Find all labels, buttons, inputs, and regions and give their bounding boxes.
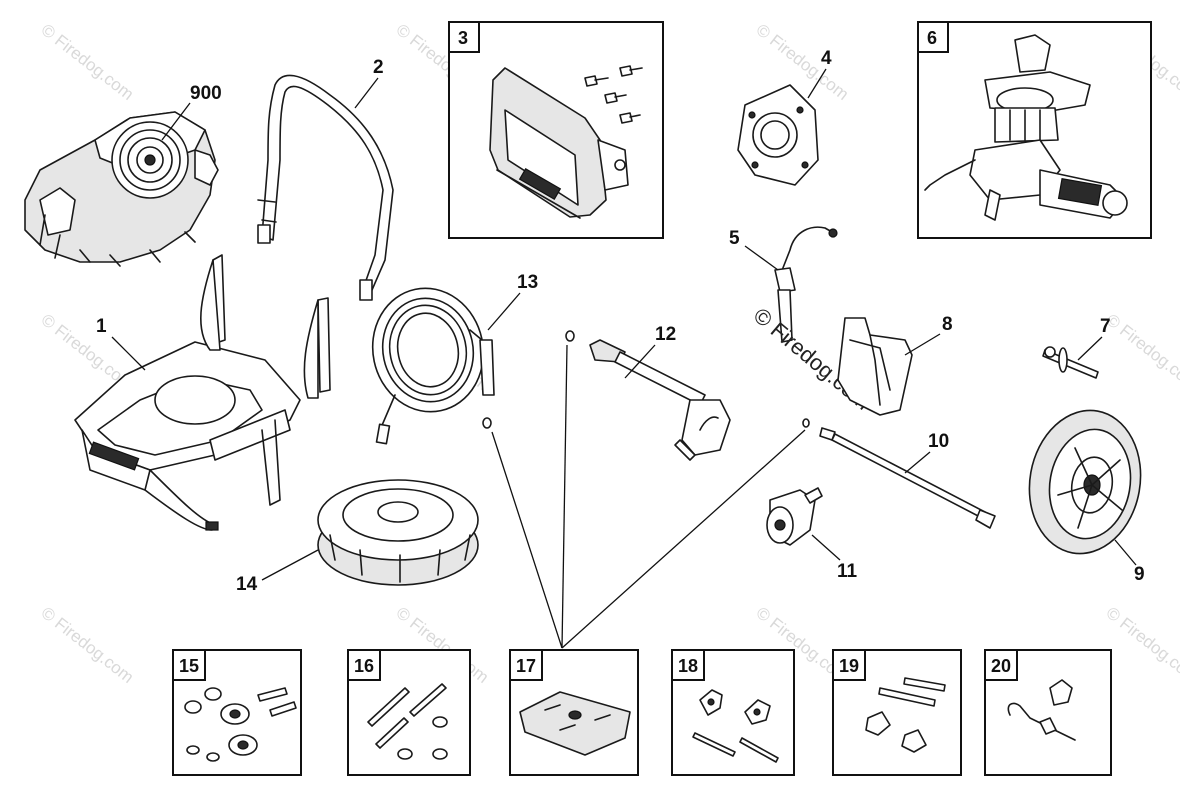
part-label-1: 1 — [96, 316, 107, 337]
screw-set — [584, 65, 643, 124]
part-label-2: 2 — [373, 57, 384, 78]
part-box-17[interactable]: 17 — [509, 649, 639, 776]
leader-line — [904, 333, 941, 356]
nozzle-part[interactable] — [766, 487, 823, 546]
lance-part[interactable] — [802, 418, 996, 529]
flange-part[interactable] — [737, 84, 819, 186]
part-label-14: 14 — [236, 574, 258, 595]
watermark-text: © Firedog.com — [753, 20, 853, 104]
leader-line — [744, 245, 779, 271]
leader-line — [811, 534, 841, 561]
part-label-5: 5 — [729, 228, 740, 249]
part-label-4: 4 — [821, 48, 832, 69]
watermark-text: © Firedog.com — [38, 603, 138, 687]
part-box-18[interactable]: 18 — [671, 649, 795, 776]
box-label-17: 17 — [516, 656, 536, 676]
leader-line — [111, 336, 146, 371]
leader-line — [487, 292, 521, 331]
box-label-18: 18 — [678, 656, 698, 676]
part-box-3[interactable]: 3 — [448, 21, 664, 239]
box-label-19: 19 — [839, 656, 859, 676]
unloader-part[interactable] — [774, 226, 838, 343]
frame-part[interactable] — [74, 254, 331, 531]
watermark-text: © Firedog.com — [1103, 603, 1180, 687]
part-label-8: 8 — [942, 314, 953, 335]
part-box-20[interactable]: 20 — [984, 649, 1112, 776]
leader-line — [1114, 539, 1137, 566]
part-box-6[interactable]: 6 — [917, 21, 1152, 239]
spray-gun-part[interactable] — [565, 330, 731, 461]
part-label-13: 13 — [517, 272, 538, 293]
leader-line — [904, 451, 931, 474]
leader-line — [807, 68, 827, 99]
part-box-15[interactable]: 15 — [172, 649, 302, 776]
part-label-9: 9 — [1134, 564, 1145, 585]
part-box-19[interactable]: 19 — [832, 649, 962, 776]
engine-part[interactable] — [24, 111, 219, 267]
handle-part[interactable] — [257, 74, 394, 301]
watermark-text: © Firedog.com — [38, 20, 138, 104]
part-label-900: 900 — [190, 83, 222, 104]
box-label-16: 16 — [354, 656, 374, 676]
wheel-part[interactable] — [1018, 402, 1151, 563]
axle-part[interactable] — [1042, 346, 1099, 379]
watermark-text: © Firedog.com — [1103, 310, 1180, 394]
leader-line — [261, 549, 319, 581]
bracket-part[interactable] — [837, 317, 913, 416]
part-box-16[interactable]: 16 — [347, 649, 471, 776]
box-label-6: 6 — [927, 28, 937, 48]
part-label-7: 7 — [1100, 316, 1111, 337]
kit-leader-lines — [491, 344, 806, 649]
part-label-11: 11 — [837, 561, 858, 582]
box-label-15: 15 — [179, 656, 199, 676]
leader-line — [161, 102, 191, 141]
hose-part[interactable] — [361, 278, 495, 445]
box-label-20: 20 — [991, 656, 1011, 676]
surface-cleaner-part[interactable] — [317, 479, 479, 586]
part-label-10: 10 — [928, 431, 949, 452]
leader-line — [1077, 336, 1103, 361]
leader-line — [624, 344, 656, 379]
part-label-12: 12 — [655, 324, 676, 345]
leader-line — [354, 77, 379, 109]
box-label-3: 3 — [458, 28, 468, 48]
